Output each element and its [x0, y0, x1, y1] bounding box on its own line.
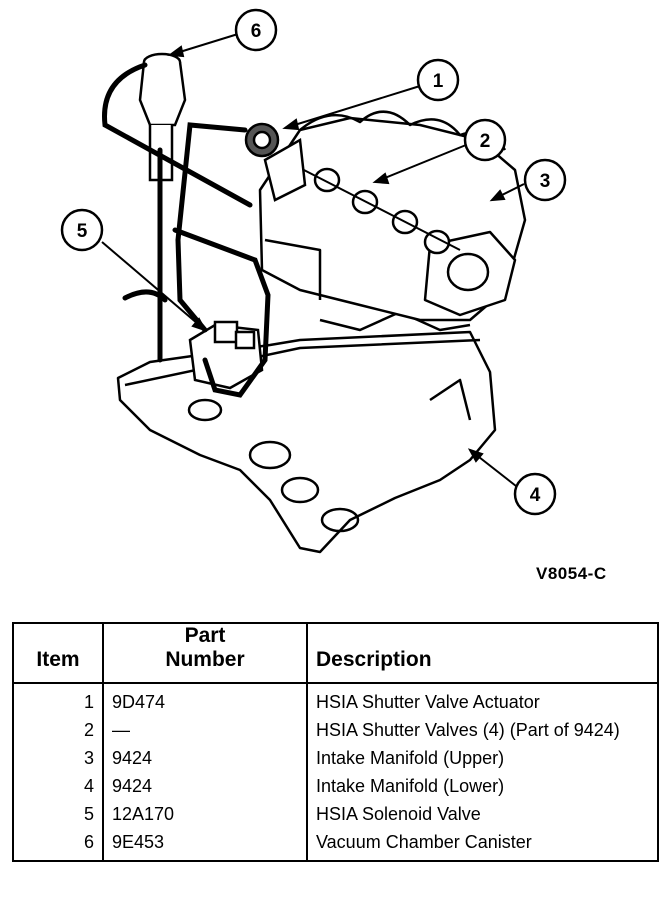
svg-text:1: 1 — [433, 71, 444, 92]
header-part-line2: Number — [165, 648, 245, 671]
row-description: Vacuum Chamber Canister — [306, 828, 658, 861]
vacuum-hoses — [102, 62, 271, 398]
row-item: 6 — [83, 832, 94, 852]
callout-2: 2 — [463, 118, 507, 162]
shutter-valve-actuator — [244, 122, 307, 202]
table-header-row: Item Part Number Description — [13, 623, 658, 684]
row-description: Intake Manifold (Lower) — [306, 772, 658, 800]
row-part-number: 9D474 — [102, 683, 307, 716]
table-row: 5 12A170 HSIA Solenoid Valve — [13, 800, 658, 828]
svg-text:2: 2 — [480, 131, 491, 152]
header-description: Description — [306, 623, 658, 684]
shutter-valves — [299, 167, 461, 255]
table-row: 2 — HSIA Shutter Valves (4) (Part of 942… — [13, 716, 658, 744]
row-part-number: 9424 — [102, 772, 307, 800]
row-part-number: — — [102, 716, 307, 744]
row-part-number: 12A170 — [102, 800, 307, 828]
header-item: Item — [13, 623, 103, 684]
table-row: 6 9E453 Vacuum Chamber Canister — [13, 828, 658, 861]
callout-6: 6 — [234, 8, 278, 52]
intake-manifold-diagram: 6 1 2 3 5 4 — [60, 8, 567, 554]
row-part-number: 9E453 — [102, 828, 307, 861]
row-description: Intake Manifold (Upper) — [306, 744, 658, 772]
header-part-number: Part Number — [102, 623, 307, 684]
row-item: 1 — [83, 692, 94, 712]
row-item: 4 — [83, 776, 94, 796]
row-item: 2 — [83, 720, 94, 740]
lower-intake-manifold — [116, 310, 497, 554]
figure-code: V8054-C — [536, 564, 607, 583]
svg-text:6: 6 — [251, 21, 262, 42]
row-item: 5 — [83, 804, 94, 824]
svg-text:5: 5 — [77, 221, 88, 242]
row-part-number: 9424 — [102, 744, 307, 772]
header-part-line1: Part — [184, 624, 226, 647]
table-row: 1 9D474 HSIA Shutter Valve Actuator — [13, 683, 658, 716]
row-item: 3 — [83, 748, 94, 768]
callout-1: 1 — [416, 58, 460, 102]
row-description: HSIA Shutter Valves (4) (Part of 9424) — [306, 716, 658, 744]
row-description: HSIA Solenoid Valve — [306, 800, 658, 828]
callout-3: 3 — [523, 158, 567, 202]
table-row: 4 9424 Intake Manifold (Lower) — [13, 772, 658, 800]
callout-5: 5 — [60, 208, 104, 252]
leader-lines — [101, 33, 525, 487]
table-row: 3 9424 Intake Manifold (Upper) — [13, 744, 658, 772]
row-description: HSIA Shutter Valve Actuator — [306, 683, 658, 716]
svg-text:3: 3 — [540, 171, 551, 192]
svg-text:4: 4 — [530, 485, 541, 506]
callout-4: 4 — [513, 472, 557, 516]
parts-table: Item Part Number Description 1 9D474 HSI… — [12, 622, 659, 862]
